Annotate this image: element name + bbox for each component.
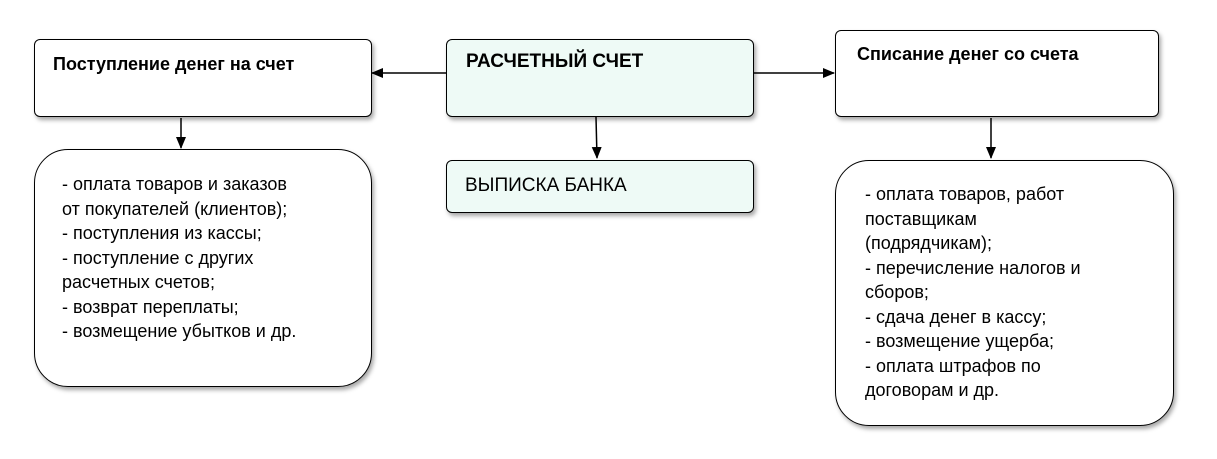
bank-statement-title: ВЫПИСКА БАНКА [465, 175, 627, 196]
arrow-center-to-statement [591, 116, 602, 159]
list-item: расчетных счетов; [62, 272, 215, 292]
list-item: - оплата штрафов по [865, 355, 1041, 376]
income-title: Поступление денег на счет [53, 54, 295, 74]
bank-statement-box: ВЫПИСКА БАНКА [446, 160, 754, 213]
income-list: - оплата товаров и заказов от покупателе… [62, 172, 296, 344]
list-item: - оплата товаров и заказов [62, 174, 287, 194]
list-item: от покупателей (клиентов); [62, 198, 288, 219]
expense-header-box: Списание денег со счета [835, 30, 1159, 117]
expense-list-box: - оплата товаров, работ поставщикам (под… [835, 160, 1174, 426]
list-item: - сдача денег в кассу; [865, 306, 1047, 327]
income-list-box: - оплата товаров и заказов от покупателе… [34, 149, 372, 387]
settlement-account-title: РАСЧЕТНЫЙ СЧЕТ [466, 51, 644, 72]
list-item: (подрядчикам); [865, 233, 993, 253]
list-item: договорам и др. [865, 380, 1000, 400]
list-item: - поступления из кассы; [62, 223, 262, 243]
expense-list: - оплата товаров, работ поставщикам (под… [865, 182, 1081, 403]
expense-title: Списание денег со счета [857, 44, 1079, 64]
list-item: сборов; [865, 282, 929, 302]
list-item: - возмещение убытков и др. [62, 321, 297, 341]
list-item: - оплата товаров, работ [865, 184, 1065, 204]
list-item: - перечисление налогов и [865, 257, 1081, 278]
list-item: - возмещение ущерба; [865, 331, 1054, 351]
list-item: - возврат переплаты; [62, 296, 239, 317]
list-item: поставщикам [865, 208, 977, 229]
income-header-box: Поступление денег на счет [34, 39, 372, 117]
settlement-account-box: РАСЧЕТНЫЙ СЧЕТ [446, 39, 754, 117]
list-item: - поступление с других [62, 247, 254, 268]
